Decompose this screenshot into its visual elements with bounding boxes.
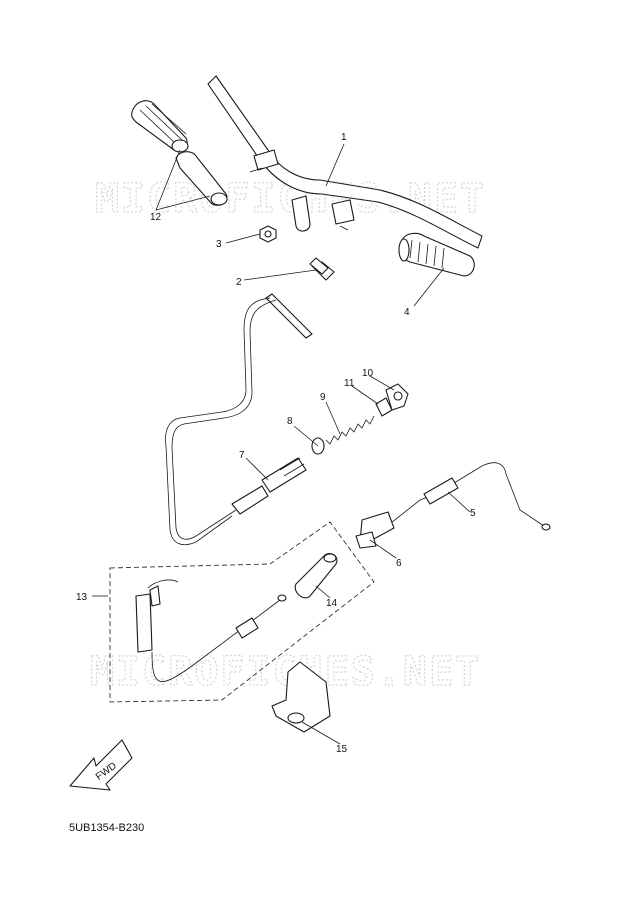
leader-lines (92, 143, 471, 745)
cable-5 (381, 462, 551, 531)
callout-8: 8 (287, 416, 293, 427)
callout-7: 7 (239, 450, 245, 461)
grip-sleeve (175, 151, 228, 206)
watermark-bottom: MICROFICHES.NET (90, 649, 481, 695)
assembly-13 (109, 521, 375, 703)
boot-14 (294, 553, 338, 599)
callout-1: 1 (341, 132, 347, 143)
nut (259, 225, 277, 243)
grip-right (398, 232, 475, 277)
lever-6 (355, 511, 395, 549)
callout-6: 6 (396, 558, 402, 569)
adjuster (261, 457, 307, 493)
handlebar (207, 75, 483, 249)
brake-cable-upper (165, 293, 313, 546)
callout-14: 14 (326, 598, 338, 609)
callout-11: 11 (344, 378, 355, 389)
diagram-code: 5UB1354-B230 (69, 822, 145, 834)
callout-13: 13 (76, 592, 88, 603)
callout-12: 12 (150, 212, 162, 223)
bolt (309, 257, 335, 281)
grip-left (131, 100, 189, 153)
callout-3: 3 (216, 239, 222, 250)
callout-9: 9 (320, 392, 326, 403)
nut-small (385, 383, 409, 411)
fwd-arrow: FWD (69, 739, 133, 791)
callout-2: 2 (236, 277, 242, 288)
bracket-15 (271, 661, 331, 733)
callout-15: 15 (336, 744, 348, 755)
callout-10: 10 (362, 368, 374, 379)
callout-5: 5 (470, 508, 476, 519)
callout-4: 4 (404, 307, 410, 318)
spring (325, 415, 375, 445)
